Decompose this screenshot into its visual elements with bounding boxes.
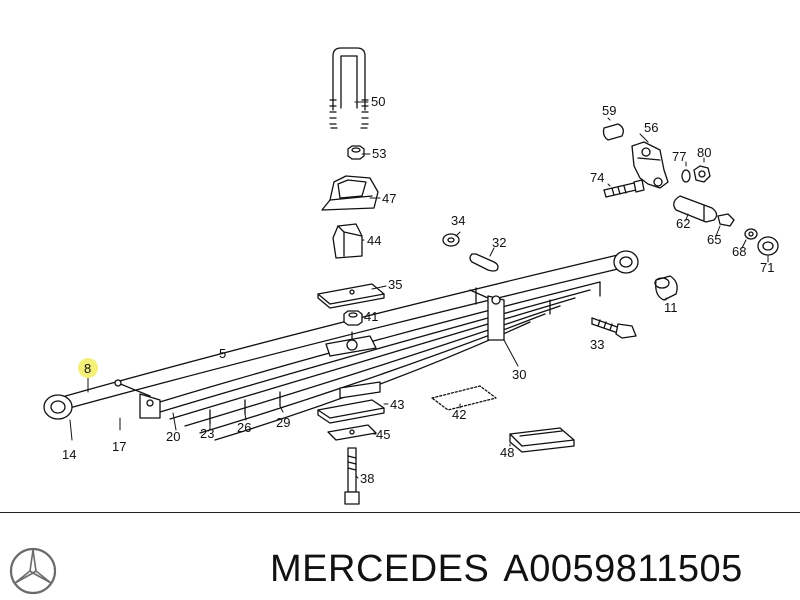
shackle-parts xyxy=(602,123,779,256)
part-title: MERCEDES A0059811505 xyxy=(270,548,757,591)
callout-59: 59 xyxy=(602,103,616,118)
callout-48: 48 xyxy=(500,445,514,460)
callout-44: 44 xyxy=(367,233,381,248)
axle-mount-parts xyxy=(317,47,385,505)
callout-38: 38 xyxy=(360,471,374,486)
callout-43: 43 xyxy=(390,397,404,412)
callout-17: 17 xyxy=(112,439,126,454)
callout-53: 53 xyxy=(372,146,386,161)
brand-name: MERCEDES xyxy=(270,548,490,590)
exploded-parts-diagram: 50 53 47 44 35 41 5 8 14 17 20 23 26 29 … xyxy=(43,47,779,505)
callout-30: 30 xyxy=(512,367,526,382)
callout-8: 8 xyxy=(84,361,91,376)
callout-26: 26 xyxy=(237,420,251,435)
part-number: A0059811505 xyxy=(503,548,743,590)
loose-parts xyxy=(431,233,678,453)
callout-41: 41 xyxy=(364,309,378,324)
callout-33: 33 xyxy=(590,337,604,352)
callout-65: 65 xyxy=(707,232,721,247)
callout-20: 20 xyxy=(166,429,180,444)
callout-80: 80 xyxy=(697,145,711,160)
leaf-spring xyxy=(43,250,639,441)
callout-35: 35 xyxy=(388,277,402,292)
callout-74: 74 xyxy=(590,170,604,185)
callout-71: 71 xyxy=(760,260,774,275)
callout-32: 32 xyxy=(492,235,506,250)
callout-14: 14 xyxy=(62,447,76,462)
callout-45: 45 xyxy=(376,427,390,442)
callout-77: 77 xyxy=(672,149,686,164)
callout-62: 62 xyxy=(676,216,690,231)
callout-47: 47 xyxy=(382,191,396,206)
leader-lines xyxy=(69,101,769,479)
callout-labels: 50 53 47 44 35 41 5 8 14 17 20 23 26 29 … xyxy=(62,94,774,486)
highlight-marker xyxy=(78,358,98,378)
callout-42: 42 xyxy=(452,407,466,422)
callout-11: 11 xyxy=(664,300,678,315)
callout-5: 5 xyxy=(219,346,226,361)
callout-34: 34 xyxy=(451,213,465,228)
callout-23: 23 xyxy=(200,426,214,441)
callout-29: 29 xyxy=(276,415,290,430)
callout-50: 50 xyxy=(371,94,385,109)
mercedes-star-icon xyxy=(9,547,57,595)
footer-divider xyxy=(0,512,800,513)
callout-68: 68 xyxy=(732,244,746,259)
callout-56: 56 xyxy=(644,120,658,135)
